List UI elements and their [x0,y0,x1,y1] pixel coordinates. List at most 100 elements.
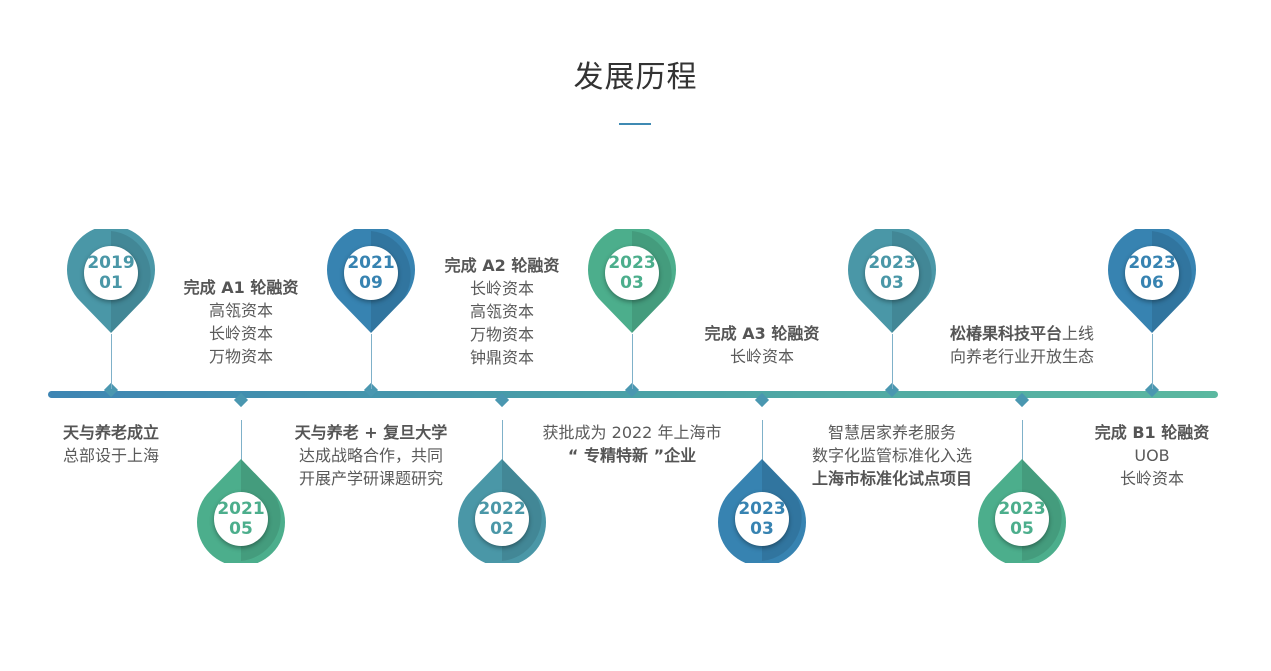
description-line: 上海市标准化试点项目 [777,467,1007,490]
description-line: 天与养老成立 [0,421,226,444]
milestone-description: 松椿果科技平台上线向养老行业开放生态 [907,322,1137,368]
milestone-month: 01 [99,273,123,293]
description-line: 天与养老 + 复旦大学 [256,421,486,444]
description-text: 长岭资本 [729,347,794,366]
milestone-month: 05 [1010,519,1034,539]
milestone-stem [892,334,893,389]
description-line: 长岭资本 [1037,467,1267,490]
milestone-description: 完成 A3 轮融资长岭资本 [647,322,877,368]
milestone-year: 2022 [478,499,526,519]
milestone-year: 2023 [1128,253,1176,273]
description-emphasis: 上海市标准化试点项目 [811,469,972,488]
milestone-stem [762,420,763,460]
description-line: 获批成为 2022 年上海市 [517,421,747,444]
description-emphasis: 松椿果科技平台 [949,324,1062,343]
description-text: 获批成为 2022 年上海市 [542,423,722,442]
milestone-description: 智慧居家养老服务数字化监管标准化入选上海市标准化试点项目 [777,421,1007,490]
description-emphasis: 天与养老成立 [62,423,159,442]
description-line: 钟鼎资本 [387,346,617,369]
description-text: 万物资本 [469,325,534,344]
description-text: 万物资本 [208,347,273,366]
milestone-stem [632,334,633,389]
description-line: 达成战略合作，共同 [256,444,486,467]
page-title: 发展历程 [573,60,698,95]
description-line: 高瓴资本 [387,300,617,323]
description-text: 上线 [1062,324,1095,343]
description-text: 长岭资本 [208,324,273,343]
milestone-stem [111,334,112,389]
description-text: 高瓴资本 [469,302,534,321]
milestone-month: 03 [750,519,774,539]
description-line: “ 专精特新 ”企业 [517,444,747,467]
description-line: 松椿果科技平台上线 [907,322,1137,345]
milestone-year: 2019 [87,253,135,273]
milestone-stem [502,420,503,460]
milestone-month: 06 [1140,273,1164,293]
description-line: 长岭资本 [126,322,356,345]
description-text: 钟鼎资本 [469,348,534,367]
description-text: 总部设于上海 [62,446,159,465]
description-emphasis: 完成 B1 轮融资 [1094,423,1210,442]
description-line: UOB [1037,444,1267,467]
description-line: 向养老行业开放生态 [907,345,1137,368]
milestone-month: 05 [229,519,253,539]
milestone-year: 2023 [998,499,1046,519]
milestone-year: 2021 [217,499,265,519]
milestone-month: 02 [490,519,514,539]
milestone-description: 天与养老成立总部设于上海 [0,421,226,467]
description-text: 智慧居家养老服务 [827,423,956,442]
description-line: 万物资本 [387,323,617,346]
description-line: 高瓴资本 [126,299,356,322]
description-text: 数字化监管标准化入选 [811,446,972,465]
description-line: 数字化监管标准化入选 [777,444,1007,467]
description-text: 开展产学研课题研究 [298,469,443,488]
milestone-description: 获批成为 2022 年上海市 “ 专精特新 ”企业 [517,421,747,467]
milestone-stem [241,420,242,460]
description-text: 长岭资本 [469,279,534,298]
description-line: 长岭资本 [387,277,617,300]
description-emphasis: 完成 A1 轮融资 [183,278,299,297]
description-emphasis: “ 专精特新 ”企业 [567,446,697,465]
description-line: 完成 A3 轮融资 [647,322,877,345]
milestone-year: 2023 [608,253,656,273]
description-line: 开展产学研课题研究 [256,467,486,490]
description-text: 长岭资本 [1119,469,1184,488]
milestone-month: 09 [359,273,383,293]
description-text: 达成战略合作，共同 [298,446,443,465]
description-line: 完成 A2 轮融资 [387,254,617,277]
milestone-stem [1022,420,1023,460]
milestone-year: 2023 [738,499,786,519]
milestone-year: 2021 [347,253,395,273]
description-line: 完成 A1 轮融资 [126,276,356,299]
milestone-description: 完成 A2 轮融资长岭资本高瓴资本万物资本钟鼎资本 [387,254,617,369]
title-underline [619,123,651,125]
description-line: 完成 B1 轮融资 [1037,421,1267,444]
description-emphasis: 天与养老 + 复旦大学 [294,423,448,442]
milestone-stem [1152,334,1153,389]
description-line: 万物资本 [126,345,356,368]
milestone-description: 完成 A1 轮融资高瓴资本长岭资本万物资本 [126,276,356,368]
description-emphasis: 完成 A2 轮融资 [444,256,560,275]
milestone-description: 天与养老 + 复旦大学达成战略合作，共同开展产学研课题研究 [256,421,486,490]
milestone-description: 完成 B1 轮融资 UOB 长岭资本 [1037,421,1267,490]
description-line: 智慧居家养老服务 [777,421,1007,444]
description-text: UOB [1134,446,1170,465]
description-text: 向养老行业开放生态 [949,347,1094,366]
